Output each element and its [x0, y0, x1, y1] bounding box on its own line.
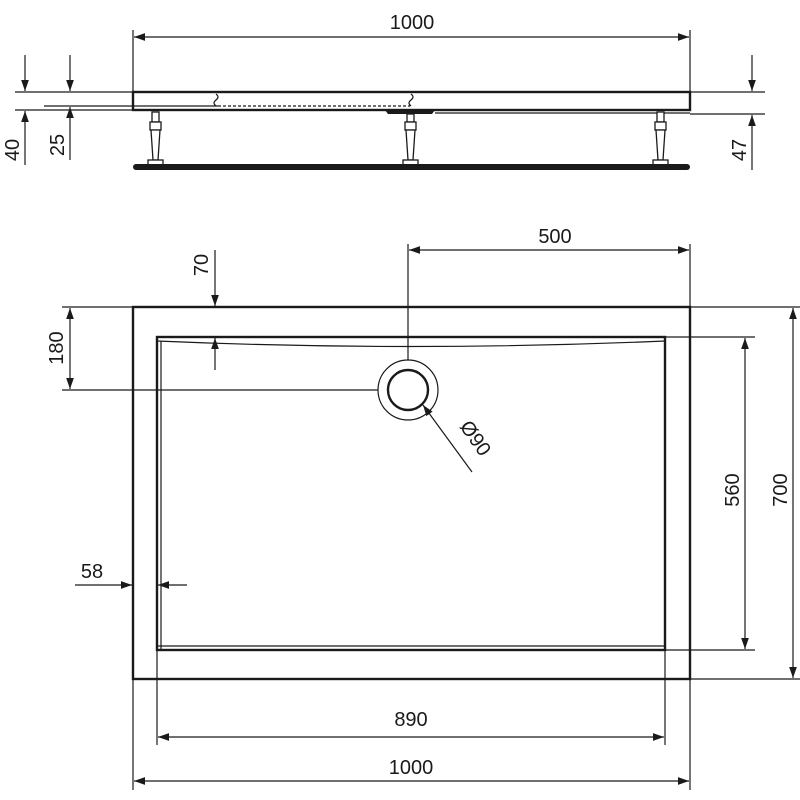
total-height-label: 40 [2, 139, 24, 161]
outer-depth-label: 700 [770, 473, 792, 506]
rim-top-label: 70 [191, 254, 213, 276]
side-view: 1000 40 25 47 [2, 12, 765, 170]
outer-width-label: 1000 [389, 757, 434, 779]
drain-from-edge-label: 180 [46, 331, 68, 364]
tray-inner-basin [155, 335, 667, 652]
foot-left [147, 111, 164, 166]
inner-width-label: 890 [394, 709, 427, 731]
drain-outlet [385, 110, 435, 114]
tray-outer-edge [131, 305, 692, 681]
drain-offset-label: 500 [538, 226, 571, 248]
drain-height-label: 47 [729, 139, 751, 161]
support-feet [147, 111, 669, 166]
foot-right [652, 111, 669, 166]
side-width-label: 1000 [390, 12, 435, 34]
base-frame [133, 164, 690, 170]
rim-side-label: 58 [81, 561, 103, 583]
drain-diameter-label: Ø90 [455, 417, 495, 461]
rim-height-label: 25 [47, 134, 69, 156]
drain-hole [386, 368, 430, 412]
plan-view: 500 70 180 Ø90 58 560 700 890 [46, 226, 800, 790]
foot-center [402, 113, 419, 166]
inner-depth-label: 560 [722, 473, 744, 506]
